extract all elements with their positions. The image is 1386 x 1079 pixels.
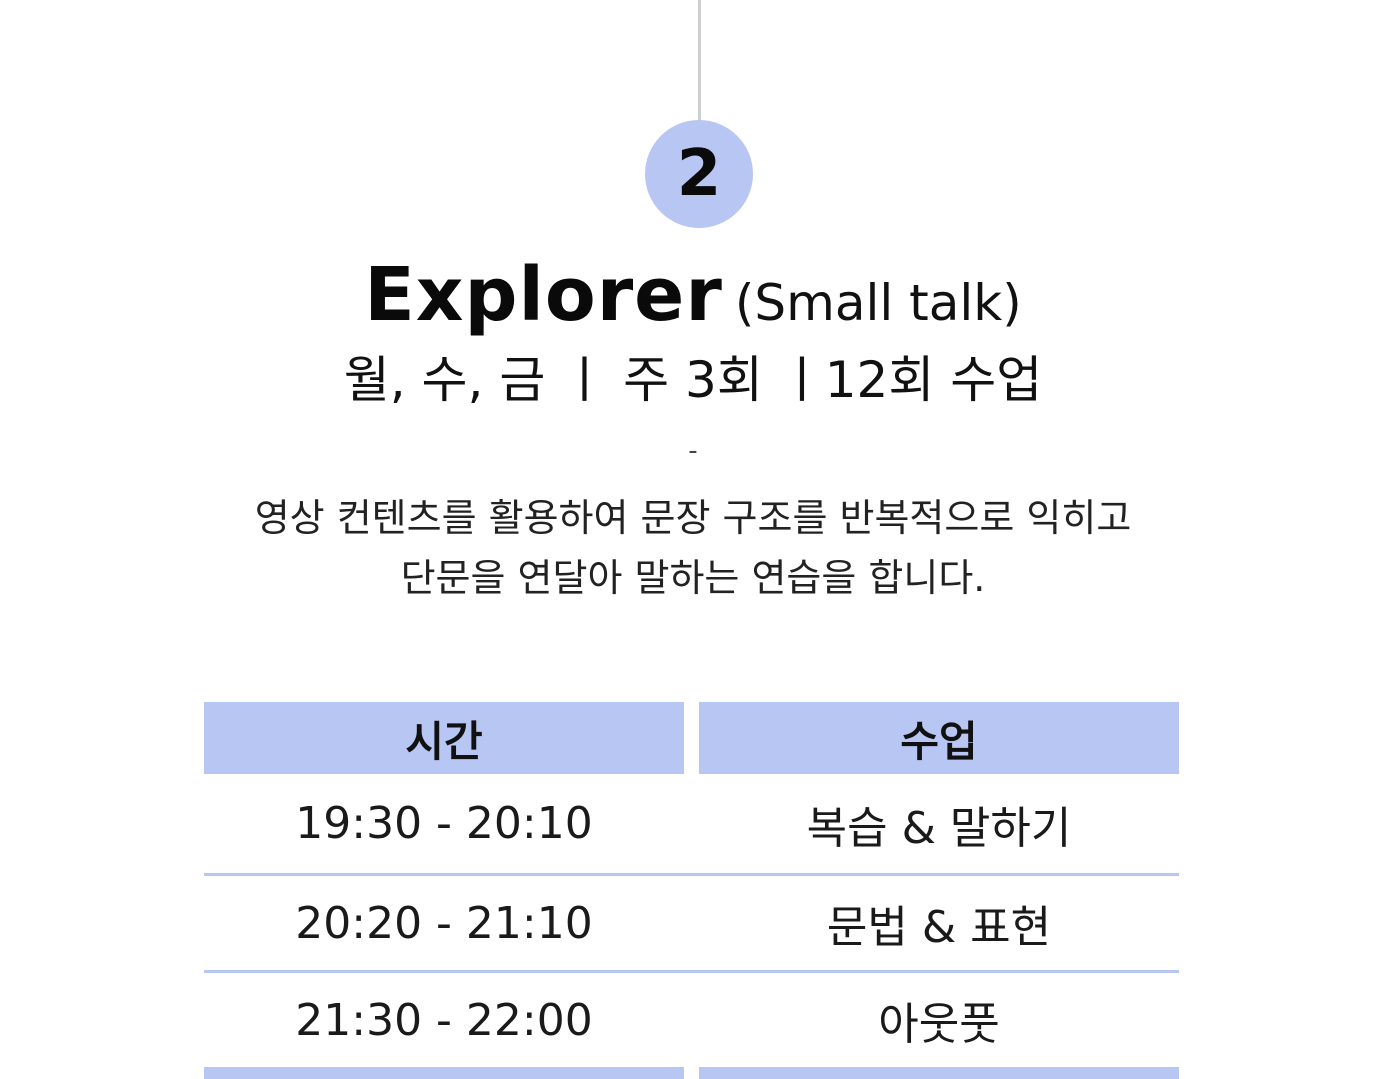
header-time: 시간	[204, 702, 684, 774]
course-title-sub: (Small talk)	[734, 274, 1022, 332]
footer-bar-right	[699, 1067, 1179, 1079]
cell-lesson: 문법 & 표현	[826, 902, 1052, 953]
cell-time: 19:30 - 20:10	[295, 798, 593, 849]
cell-time: 20:20 - 21:10	[295, 897, 593, 949]
description-line-1: 영상 컨텐츠를 활용하여 문장 구조를 반복적으로 익히고	[254, 496, 1132, 540]
separator-dash: -	[688, 436, 698, 466]
course-description: 영상 컨텐츠를 활용하여 문장 구조를 반복적으로 익히고 단문을 연달아 말하…	[0, 488, 1386, 608]
step-badge: 2	[645, 120, 753, 228]
timetable-footer	[204, 1067, 1179, 1079]
step-number: 2	[676, 137, 722, 211]
cell-lesson: 복습 & 말하기	[806, 802, 1072, 854]
header-lesson: 수업	[699, 702, 1179, 774]
cell-time: 21:30 - 22:00	[295, 994, 593, 1046]
course-title: Explorer(Small talk)	[0, 252, 1386, 338]
table-row: 21:30 - 22:00 아웃풋	[204, 973, 1179, 1067]
course-schedule: 월, 수, 금 ㅣ 주 3회 ㅣ12회 수업	[343, 351, 1043, 409]
description-line-2: 단문을 연달아 말하는 연습을 합니다.	[400, 556, 986, 600]
timetable-header: 시간 수업	[204, 702, 1179, 774]
footer-bar-left	[204, 1067, 684, 1079]
timetable: 시간 수업 19:30 - 20:10 복습 & 말하기 20:20 - 21:…	[204, 702, 1179, 1079]
timeline-connector-line	[698, 0, 701, 122]
course-title-main: Explorer	[364, 252, 723, 338]
table-row: 19:30 - 20:10 복습 & 말하기	[204, 774, 1179, 876]
table-row: 20:20 - 21:10 문법 & 표현	[204, 876, 1179, 973]
cell-lesson: 아웃풋	[878, 999, 1000, 1050]
